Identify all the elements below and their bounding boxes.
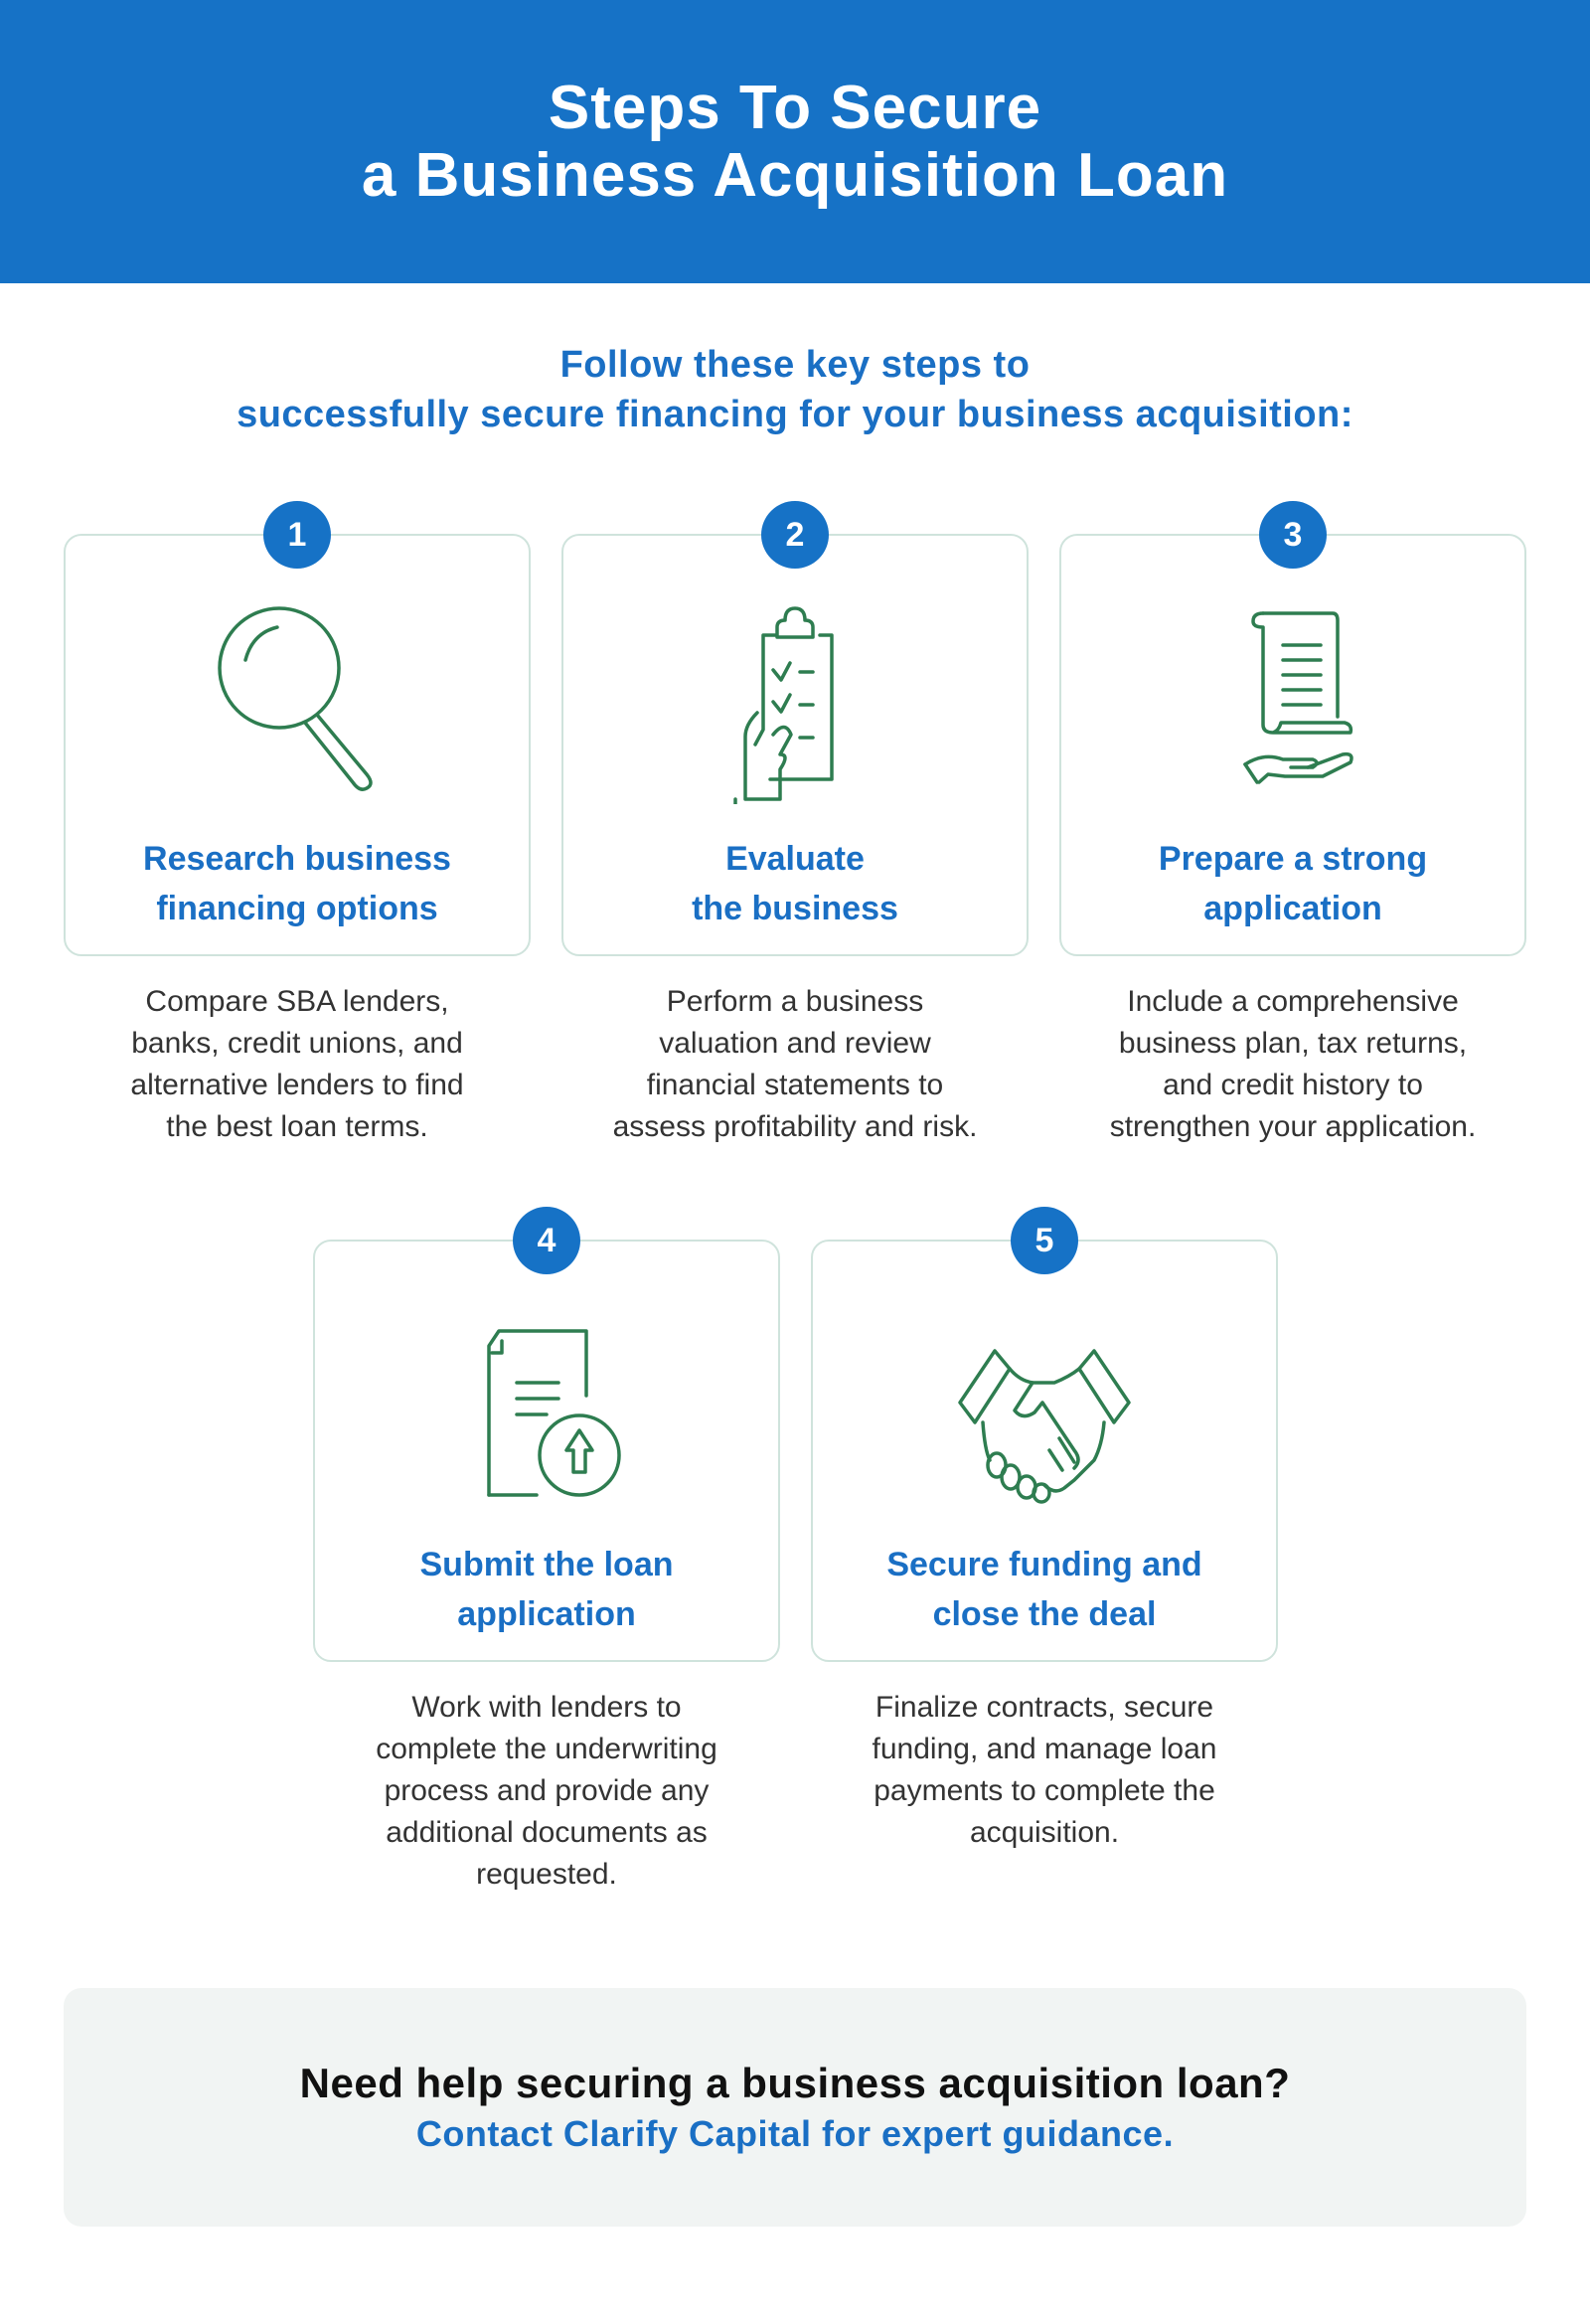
- step-description-4: Work with lenders to complete the underwr…: [313, 1687, 780, 1896]
- document-upload-icon: [487, 1329, 621, 1497]
- cta-box: Need help securing a business acquisitio…: [64, 1988, 1526, 2227]
- step-title: application: [1203, 890, 1382, 927]
- desc-line: the best loan terms.: [166, 1110, 428, 1143]
- desc-line: complete the underwriting: [376, 1733, 717, 1765]
- contact-link[interactable]: Contact Clarify Capital for expert guida…: [415, 2113, 1175, 2154]
- step-card-1: 1 Research business financing options: [64, 501, 531, 956]
- step-card-5: 5 Secure funding and close the deal: [811, 1207, 1278, 1662]
- desc-line: assess profitability and risk.: [612, 1110, 978, 1143]
- desc-line: banks, credit unions, and: [131, 1027, 463, 1060]
- page-title-line2: a Business Acquisition Loan: [361, 140, 1229, 210]
- desc-line: payments to complete the: [874, 1774, 1215, 1807]
- intro-line2: successfully secure financing for your b…: [237, 394, 1353, 435]
- step-description-5: Finalize contracts, secure funding, and m…: [811, 1687, 1278, 1854]
- step-card-3: 3 Prepare a strong application: [1059, 501, 1526, 956]
- desc-line: Finalize contracts, secure: [874, 1691, 1214, 1724]
- desc-line: strengthen your application.: [1109, 1110, 1477, 1143]
- step-description-3: Include a comprehensive business plan, ta…: [1059, 981, 1526, 1148]
- header-banner: Steps To Secure a Business Acquisition L…: [0, 0, 1590, 283]
- desc-line: acquisition.: [969, 1816, 1120, 1849]
- step-number-badge: 2: [761, 501, 829, 569]
- step-title: Prepare a strong: [1158, 840, 1428, 878]
- step-number-badge: 1: [263, 501, 331, 569]
- desc-line: Include a comprehensive: [1127, 985, 1459, 1018]
- step-title: the business: [692, 890, 898, 927]
- desc-line: Work with lenders to: [411, 1691, 682, 1724]
- step-number-badge: 3: [1259, 501, 1327, 569]
- step-card-2: 2 Evaluate the business: [561, 501, 1029, 956]
- intro-text: Follow these key steps to successfully s…: [0, 340, 1590, 439]
- intro-line1: Follow these key steps to: [559, 344, 1031, 386]
- step-title: Research business: [143, 840, 451, 878]
- step-title: close the deal: [932, 1595, 1157, 1633]
- desc-line: process and provide any: [384, 1774, 710, 1807]
- step-number-badge: 4: [513, 1207, 580, 1274]
- desc-line: additional documents as: [386, 1816, 708, 1849]
- handshake-icon: [958, 1349, 1131, 1504]
- desc-line: valuation and review: [659, 1027, 931, 1060]
- scroll-in-hand-icon: [1243, 611, 1353, 784]
- step-description-1: Compare SBA lenders, banks, credit unions…: [64, 981, 531, 1148]
- step-title: financing options: [156, 890, 438, 927]
- magnifying-glass-icon: [218, 606, 373, 791]
- step-card-4: 4 Submit the loan application: [313, 1207, 780, 1662]
- desc-line: funding, and manage loan: [872, 1733, 1217, 1765]
- clipboard-checklist-icon: [733, 606, 834, 804]
- step-title: application: [457, 1595, 636, 1633]
- desc-line: business plan, tax returns,: [1118, 1027, 1468, 1060]
- desc-line: requested.: [476, 1858, 617, 1891]
- step-title: Evaluate: [725, 840, 865, 878]
- desc-line: Compare SBA lenders,: [145, 985, 449, 1018]
- desc-line: Perform a business: [666, 985, 924, 1018]
- desc-line: alternative lenders to find: [130, 1069, 464, 1101]
- step-title: Secure funding and: [886, 1546, 1202, 1583]
- page-title-line1: Steps To Secure: [548, 73, 1042, 142]
- desc-line: and credit history to: [1163, 1069, 1423, 1101]
- step-number-badge: 5: [1011, 1207, 1078, 1274]
- cta-question: Need help securing a business acquisitio…: [299, 2060, 1291, 2106]
- step-title: Submit the loan: [419, 1546, 674, 1583]
- desc-line: financial statements to: [646, 1069, 944, 1101]
- step-description-2: Perform a business valuation and review fi…: [561, 981, 1029, 1148]
